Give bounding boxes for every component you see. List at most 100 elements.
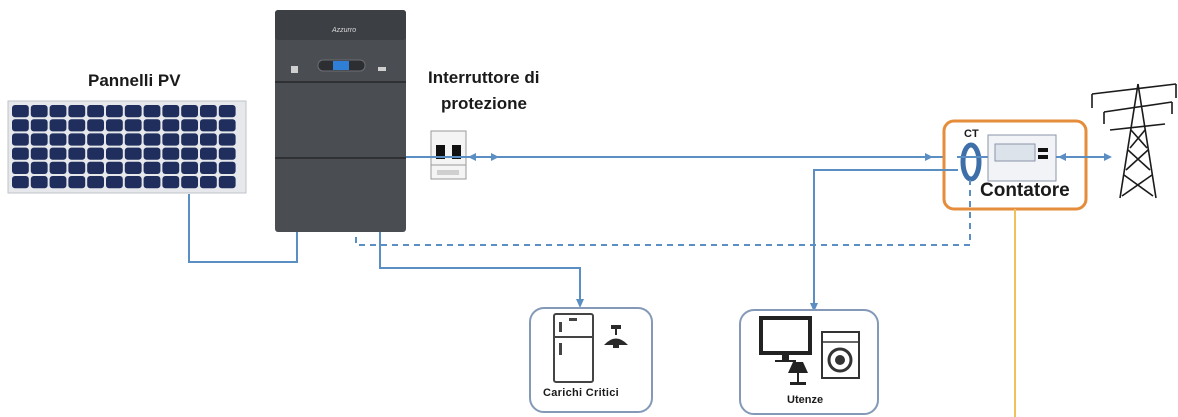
pv-cell (106, 176, 123, 189)
meter-label: Contatore (980, 180, 1070, 201)
pv-cell (124, 176, 142, 189)
pv-cell (106, 133, 123, 146)
pv-cell (200, 161, 217, 174)
pv-wire (188, 194, 298, 263)
arrow-right-icon (1104, 153, 1112, 161)
pv-cell (87, 161, 104, 174)
arrow-right-icon (491, 153, 499, 161)
pv-cell (218, 105, 236, 118)
pv-cell (68, 105, 86, 118)
pv-cell (12, 119, 29, 132)
arrow-left-icon (468, 153, 476, 161)
pv-cell (200, 176, 217, 189)
arrow-down-icon (576, 299, 584, 308)
pv-cell (162, 119, 180, 132)
pv-cell (30, 133, 48, 146)
meter-icon (987, 134, 1057, 182)
inverter-icon (275, 10, 406, 232)
pv-cell (49, 133, 67, 146)
pv-cell (143, 176, 161, 189)
pv-cell (162, 147, 180, 160)
pv-cell (162, 176, 180, 189)
critical-loads-wire (379, 232, 581, 300)
pv-cell (87, 133, 104, 146)
pv-cell (200, 133, 217, 146)
ct-clamp-icon (960, 142, 982, 182)
pv-cell (124, 119, 142, 132)
pv-cell (162, 133, 180, 146)
pv-cell (12, 147, 29, 160)
pv-cell (181, 176, 198, 189)
pv-cell (218, 176, 236, 189)
pv-cell (181, 133, 198, 146)
pv-cell (124, 133, 142, 146)
pv-cell (181, 105, 198, 118)
breaker-icon (430, 130, 467, 180)
pv-cell (181, 147, 198, 160)
pv-cell (143, 147, 161, 160)
ceiling-lamp-icon (604, 325, 628, 348)
pv-cell (124, 147, 142, 160)
critical-loads-label: Carichi Critici (543, 387, 620, 399)
pv-cell (143, 133, 161, 146)
pv-cell (200, 147, 217, 160)
pv-cell (49, 105, 67, 118)
pv-cell (30, 119, 48, 132)
pv-cell (218, 119, 236, 132)
tv-icon (759, 316, 812, 362)
pv-cell (162, 105, 180, 118)
pv-cell (181, 161, 198, 174)
pv-cell (68, 147, 86, 160)
breaker-label-line2: protezione (441, 94, 527, 113)
pv-cell (87, 119, 104, 132)
pv-cell (106, 161, 123, 174)
pv-cell (218, 133, 236, 146)
table-lamp-icon (788, 362, 808, 385)
pv-cell (124, 105, 142, 118)
pv-cell (87, 147, 104, 160)
pv-cell (124, 161, 142, 174)
pv-cell (30, 161, 48, 174)
breaker-label-line1: Interruttore di (428, 68, 540, 87)
pv-cell (12, 176, 29, 189)
inverter-brand-logo: Azzurro (332, 27, 357, 34)
pv-cell (49, 161, 67, 174)
pv-cell (218, 147, 236, 160)
pv-cell (12, 105, 29, 118)
fridge-icon (553, 313, 594, 383)
pv-cell (30, 105, 48, 118)
loads-label: Utenze (787, 394, 824, 406)
pv-cell (200, 105, 217, 118)
pv-cell (162, 161, 180, 174)
arrow-left-icon (1058, 153, 1066, 161)
pv-cell (49, 176, 67, 189)
pv-cell (181, 119, 198, 132)
solar-panel-icon (7, 100, 247, 194)
pv-cell (106, 105, 123, 118)
arrow-down-icon (810, 303, 818, 312)
pv-cell (30, 147, 48, 160)
pv-cell (143, 161, 161, 174)
pv-cell (87, 105, 104, 118)
ct-label: CT (964, 128, 979, 140)
comm-dashed-line (355, 180, 971, 246)
pv-cell (106, 147, 123, 160)
washing-machine-icon (821, 331, 860, 379)
pv-panels-label: Pannelli PV (88, 71, 181, 90)
pv-cell (49, 119, 67, 132)
pv-cell (68, 133, 86, 146)
pv-cell (12, 133, 29, 146)
pv-cell (200, 119, 217, 132)
pv-cell (87, 176, 104, 189)
pv-cell (218, 161, 236, 174)
pv-cell (68, 161, 86, 174)
pv-cell (106, 119, 123, 132)
pv-cell (30, 176, 48, 189)
pv-cell (68, 119, 86, 132)
pv-cell (143, 119, 161, 132)
loads-wire (813, 169, 958, 304)
pv-cell (68, 176, 86, 189)
pv-cell (49, 147, 67, 160)
pv-cell (12, 161, 29, 174)
